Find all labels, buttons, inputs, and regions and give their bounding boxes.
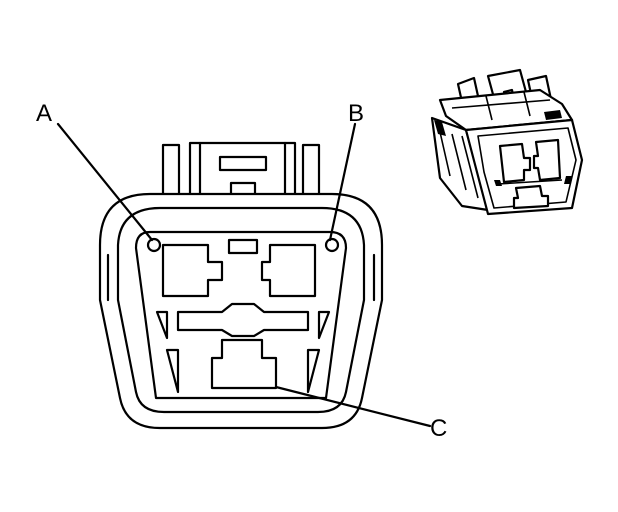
inner-housing-rim — [116, 206, 366, 414]
leader-line-a — [56, 122, 154, 242]
leader-line-b — [328, 122, 357, 242]
callout-label-a: A — [36, 100, 52, 127]
alignment-hole-left — [146, 237, 162, 253]
terminal-cavity-b — [260, 243, 317, 298]
leader-lines — [56, 122, 432, 428]
callout-label-b: B — [348, 100, 364, 127]
face-plate — [134, 230, 348, 400]
connector-face-view — [98, 141, 384, 430]
terminal-cavity-a — [161, 243, 224, 298]
top-latch — [161, 141, 321, 202]
alignment-hole-right — [324, 237, 340, 253]
key-slot — [227, 238, 259, 255]
middle-bar — [176, 302, 310, 338]
connector-isometric-view — [430, 68, 584, 216]
leader-line-c — [274, 385, 432, 428]
callout-label-c: C — [430, 415, 447, 442]
